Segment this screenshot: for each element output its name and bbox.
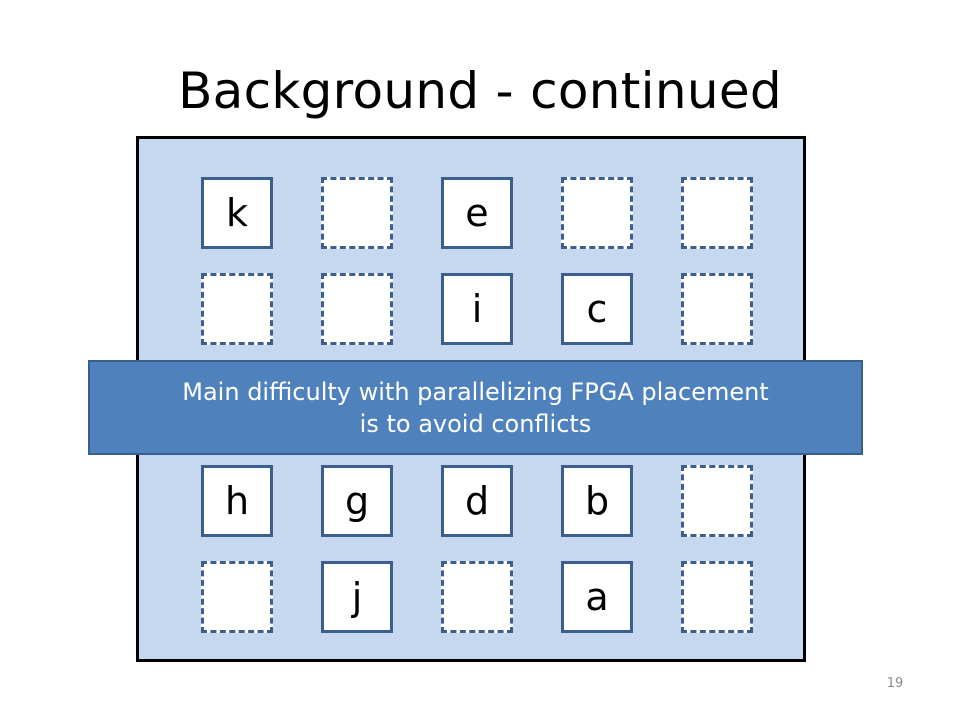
callout-line-2: is to avoid conflicts — [359, 409, 592, 438]
slide-title: Background - continued — [178, 62, 782, 120]
grid-cell-r1-c4 — [681, 273, 753, 345]
grid-cell-r3-c3: a — [561, 561, 633, 633]
callout-banner: Main difficulty with parallelizing FPGA … — [88, 360, 863, 455]
grid-cell-r2-c4 — [681, 465, 753, 537]
grid-cell-r0-c0: k — [201, 177, 273, 249]
grid-cell-r3-c2 — [441, 561, 513, 633]
grid-cell-r1-c3: c — [561, 273, 633, 345]
grid-cell-r0-c1 — [321, 177, 393, 249]
grid-cell-r3-c4 — [681, 561, 753, 633]
grid-cell-r1-c2: i — [441, 273, 513, 345]
grid-cell-r0-c4 — [681, 177, 753, 249]
grid-cell-r2-c3: b — [561, 465, 633, 537]
grid-cell-r2-c0: h — [201, 465, 273, 537]
grid-cell-r1-c0 — [201, 273, 273, 345]
grid-cell-r1-c1 — [321, 273, 393, 345]
grid-cell-r0-c3 — [561, 177, 633, 249]
grid-cell-r2-c2: d — [441, 465, 513, 537]
grid-cell-r2-c1: g — [321, 465, 393, 537]
page-number: 19 — [886, 676, 904, 691]
grid-cell-r3-c0 — [201, 561, 273, 633]
grid-cell-r0-c2: e — [441, 177, 513, 249]
grid-cell-r3-c1: j — [321, 561, 393, 633]
callout-line-1: Main difficulty with parallelizing FPGA … — [182, 377, 769, 406]
